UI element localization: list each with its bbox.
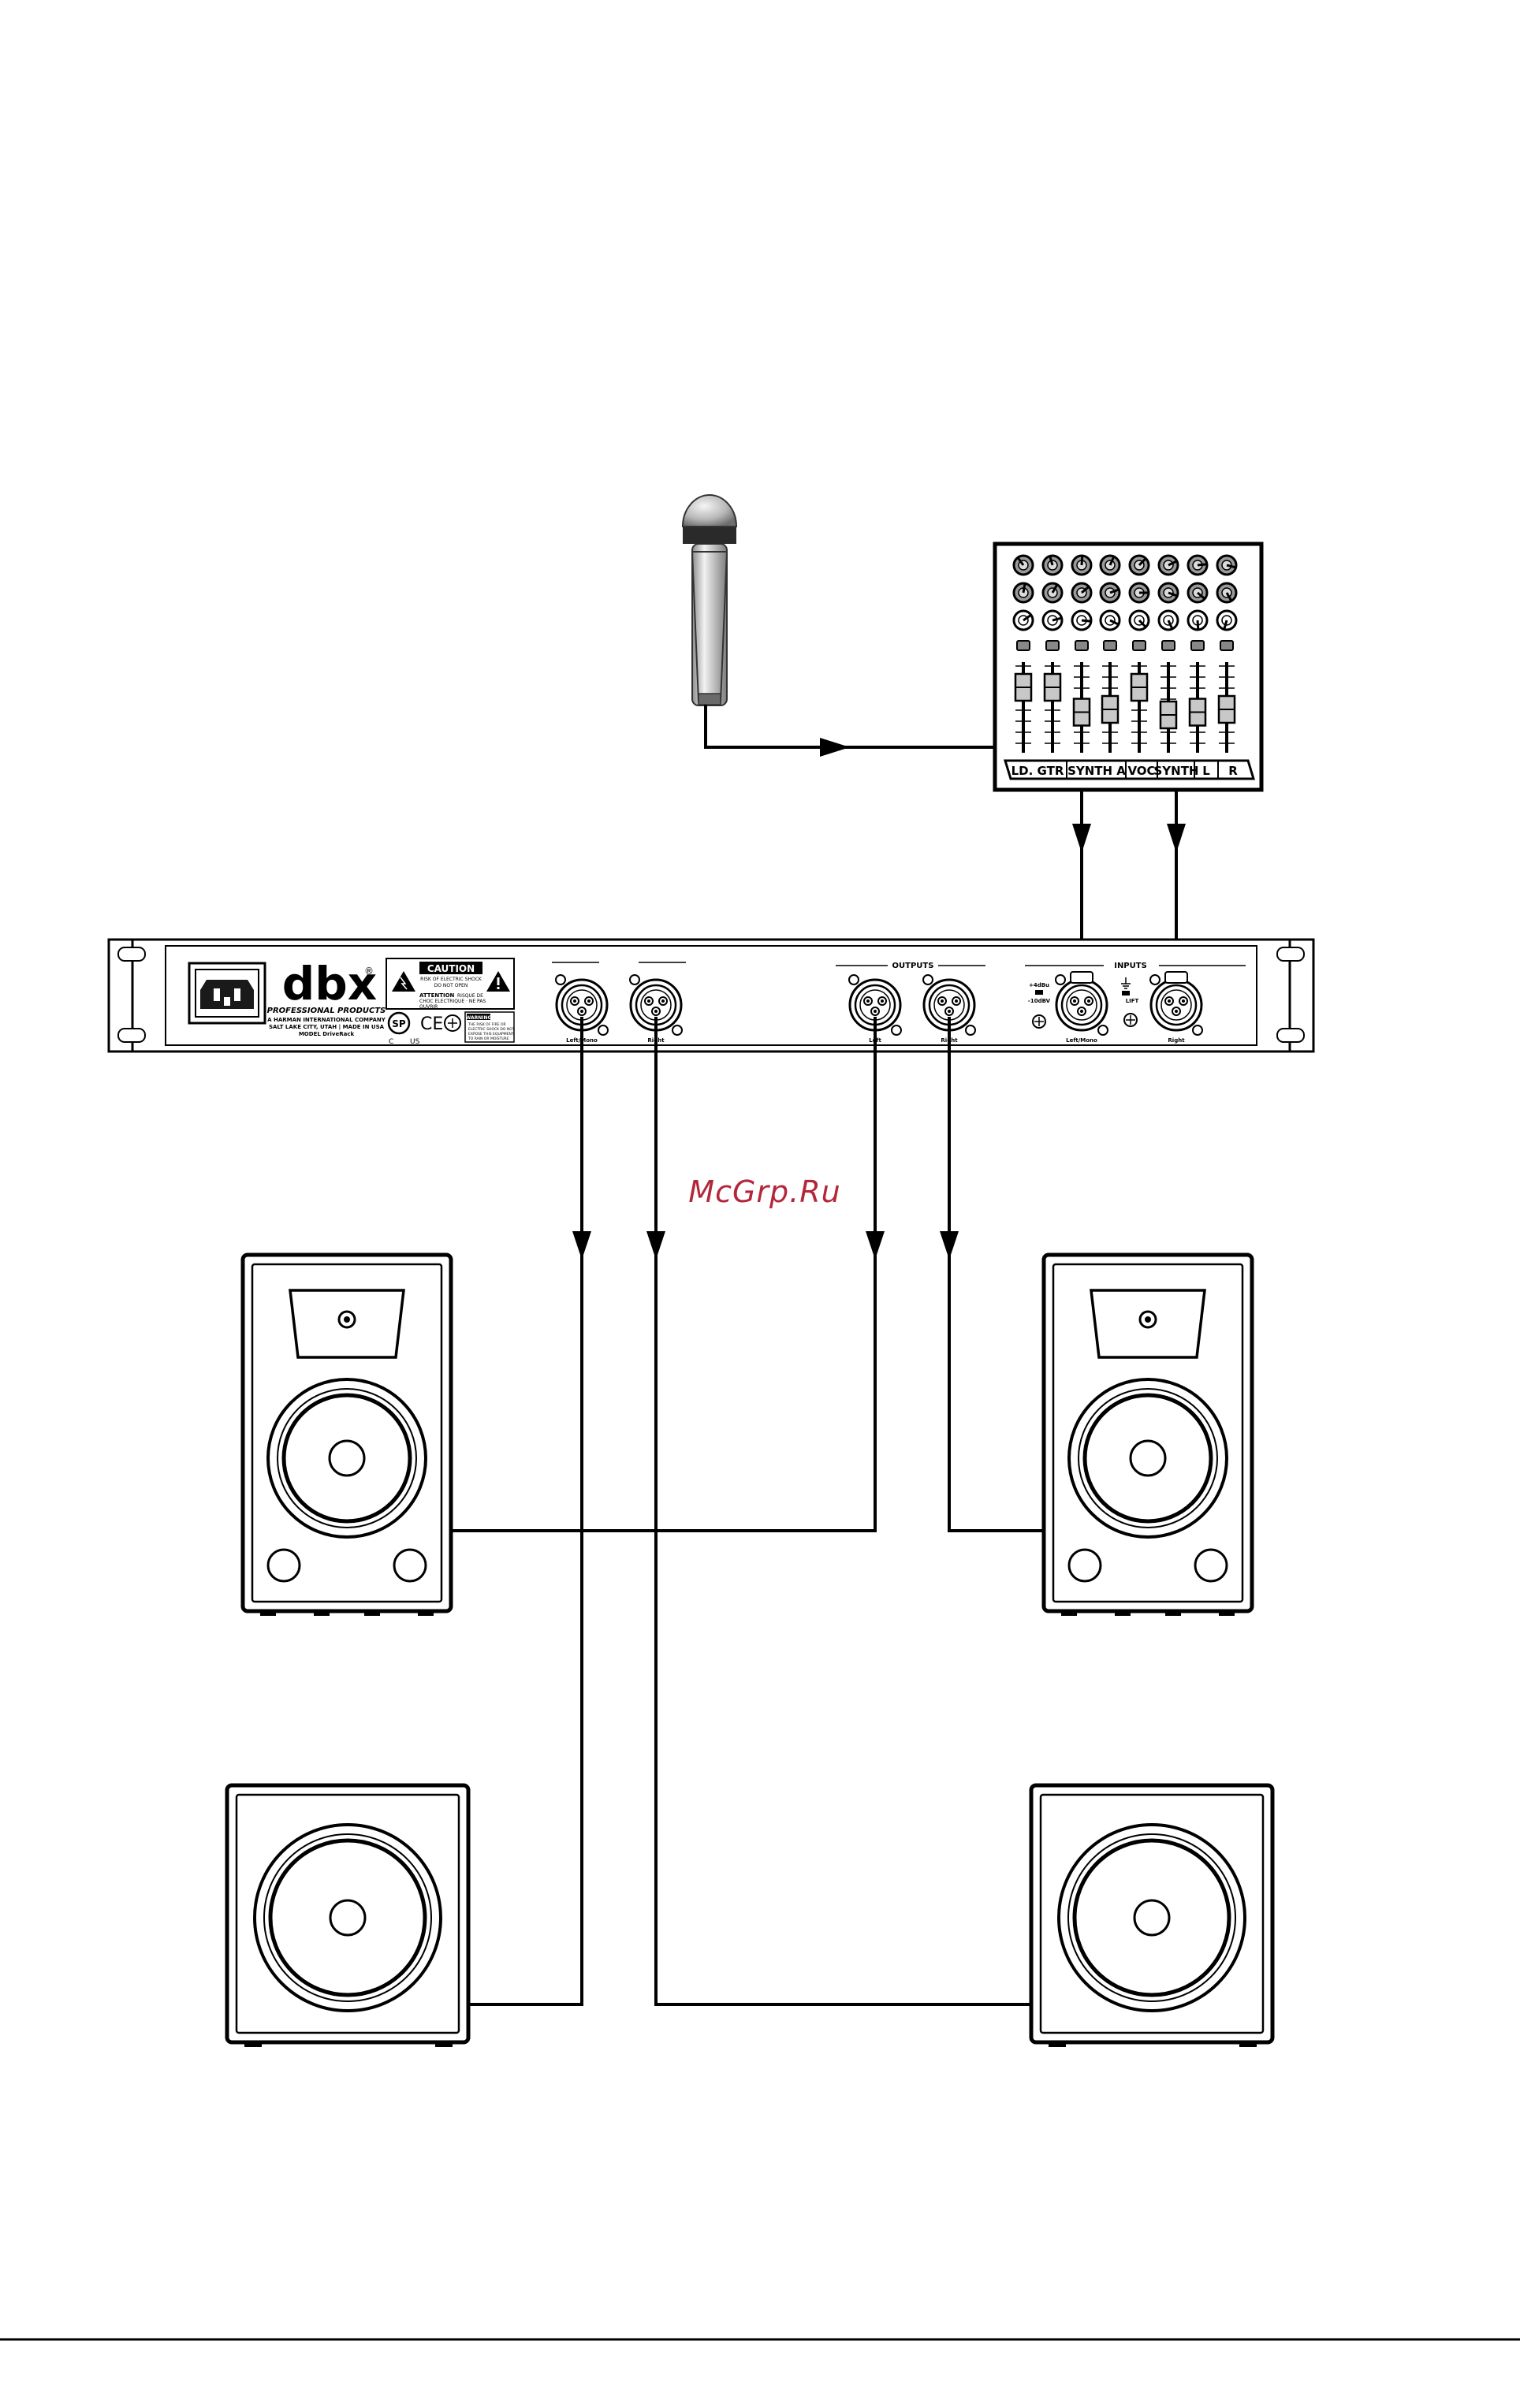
mixer-mute-button bbox=[1075, 640, 1089, 651]
mixer-knob bbox=[1187, 609, 1209, 631]
mixer-knob bbox=[1099, 554, 1121, 576]
level-minus10-label: -10dBV bbox=[1028, 998, 1051, 1004]
mixer-knob bbox=[1071, 554, 1093, 576]
output-a-right-connector[interactable] bbox=[629, 974, 683, 1036]
mixer-fader bbox=[1043, 662, 1062, 753]
mixer-knob bbox=[1041, 554, 1064, 576]
ground-lift-label: LIFT bbox=[1126, 998, 1139, 1004]
mic-cable bbox=[704, 705, 995, 749]
attention-title: ATTENTION bbox=[419, 992, 455, 999]
mixer-knob bbox=[1187, 554, 1209, 576]
mixer-knob bbox=[1128, 609, 1150, 631]
level-plus4-label: +4dBu bbox=[1029, 982, 1049, 988]
brand-logo: dbx ® PROFESSIONAL PRODUCTS A HARMAN INT… bbox=[267, 957, 386, 1037]
mixer-fader bbox=[1188, 662, 1207, 753]
attention-line-2: CHOC ELECTRIQUE · NE PAS bbox=[419, 999, 486, 1004]
mixer-knob bbox=[1099, 609, 1121, 631]
caution-sub-1: RISK OF ELECTRIC SHOCK bbox=[420, 977, 482, 982]
input-left-label: Left/Mono bbox=[1066, 1037, 1097, 1044]
watermark: McGrp.Ru bbox=[688, 1174, 841, 1209]
mixer-knob bbox=[1157, 609, 1179, 631]
mixer-knob bbox=[1157, 582, 1179, 604]
caution-title: CAUTION bbox=[427, 963, 475, 974]
brand-line-2: A HARMAN INTERNATIONAL COMPANY bbox=[267, 1017, 386, 1023]
mixer-knob bbox=[1128, 582, 1150, 604]
caution-sub-2: DO NOT OPEN bbox=[434, 983, 468, 988]
mixer-channel-label: SYNTH A bbox=[1067, 764, 1126, 778]
rack-unit: dbx ® PROFESSIONAL PRODUCTS A HARMAN INT… bbox=[107, 938, 1315, 1053]
mixer-faders bbox=[1014, 662, 1236, 753]
output-a-left-connector[interactable] bbox=[555, 974, 609, 1036]
mixer-fader bbox=[1101, 662, 1120, 753]
outputs-section-label: OUTPUTS bbox=[892, 962, 934, 970]
mixer-knob bbox=[1216, 554, 1238, 576]
input-right-label: Right bbox=[1168, 1037, 1185, 1044]
subwoofer-right bbox=[1029, 1783, 1275, 2047]
caution-label: CAUTION RISK OF ELECTRIC SHOCK DO NOT OP… bbox=[386, 958, 515, 1010]
cert-us: US bbox=[410, 1038, 420, 1046]
microphone bbox=[681, 494, 738, 706]
warning-line-4: TO RAIN OR MOISTURE bbox=[468, 1037, 509, 1041]
attention-line-3: OUVRIR bbox=[419, 1004, 438, 1010]
mixer-knob bbox=[1157, 554, 1179, 576]
inputs-section-label: INPUTS bbox=[1114, 962, 1147, 970]
cert-c: C bbox=[389, 1038, 393, 1046]
mixer-fader bbox=[1159, 662, 1178, 753]
brand-line-4: MODEL DriveRack bbox=[299, 1031, 355, 1037]
mixer-fader bbox=[1217, 662, 1236, 753]
mixer: LD. GTR SYNTH A VOC SYNTH L R bbox=[993, 542, 1264, 792]
mixer-knobs bbox=[1012, 554, 1238, 651]
warning-line-1: THE RISK OF FIRE OR bbox=[468, 1022, 506, 1027]
svg-text:SP: SP bbox=[392, 1018, 406, 1029]
mixer-knob bbox=[1099, 582, 1121, 604]
power-inlet bbox=[188, 962, 266, 1025]
mixer-mute-button bbox=[1103, 640, 1117, 651]
mixer-knob bbox=[1128, 554, 1150, 576]
attention-line-1: RISQUE DE bbox=[457, 993, 483, 999]
output-arrows bbox=[572, 1231, 959, 1260]
mixer-knob bbox=[1012, 582, 1034, 604]
warning-label: WARNING THE RISK OF FIRE OR ELECTRIC SHO… bbox=[464, 1011, 515, 1043]
mixer-knob bbox=[1071, 609, 1093, 631]
mixer-fader bbox=[1072, 662, 1091, 753]
mixer-mute-button bbox=[1190, 640, 1205, 651]
mixer-channel-label: L bbox=[1202, 764, 1210, 778]
warning-title: WARNING bbox=[466, 1015, 492, 1021]
mixer-channel-label: R bbox=[1228, 764, 1238, 778]
mixer-fader bbox=[1014, 662, 1033, 753]
input-right-connector[interactable] bbox=[1149, 971, 1203, 1036]
mixer-knob bbox=[1041, 609, 1064, 631]
mixer-fader bbox=[1130, 662, 1149, 753]
mixer-knob bbox=[1216, 609, 1238, 631]
mixer-mute-button bbox=[1161, 640, 1175, 651]
warning-line-2: ELECTRIC SHOCK DO NOT bbox=[468, 1027, 515, 1032]
top-speaker-left bbox=[240, 1252, 453, 1616]
mixer-channel-label: SYNTH bbox=[1153, 764, 1198, 778]
certification-marks: SP C US CE bbox=[387, 1011, 461, 1046]
mixer-mute-button bbox=[1220, 640, 1234, 651]
mixer-channel-label: LD. GTR bbox=[1011, 764, 1064, 778]
dbx-logo: dbx bbox=[282, 957, 377, 1010]
top-speaker-right bbox=[1041, 1252, 1254, 1616]
subwoofer-left bbox=[225, 1783, 471, 2047]
mixer-knob bbox=[1012, 554, 1034, 576]
mixer-mute-button bbox=[1132, 640, 1146, 651]
warning-line-3: EXPOSE THIS EQUIPMENT bbox=[468, 1032, 514, 1037]
mixer-mute-button bbox=[1016, 640, 1030, 651]
output-cables bbox=[451, 1017, 1045, 2006]
registered-mark: ® bbox=[364, 966, 374, 977]
mixer-knob bbox=[1071, 582, 1093, 604]
mixer-mute-button bbox=[1045, 640, 1060, 651]
ce-mark: CE bbox=[420, 1014, 443, 1034]
output-b-left-connector[interactable] bbox=[848, 974, 902, 1036]
mixer-knob bbox=[1187, 582, 1209, 604]
mixer-knob bbox=[1216, 582, 1238, 604]
brand-line-3: SALT LAKE CITY, UTAH | MADE IN USA bbox=[269, 1024, 385, 1031]
brand-line-1: PROFESSIONAL PRODUCTS bbox=[267, 1007, 386, 1015]
mixer-knob bbox=[1041, 582, 1064, 604]
mixer-channel-label: VOC bbox=[1127, 764, 1155, 778]
input-left-connector[interactable] bbox=[1055, 971, 1108, 1036]
mixer-knob bbox=[1012, 609, 1034, 631]
